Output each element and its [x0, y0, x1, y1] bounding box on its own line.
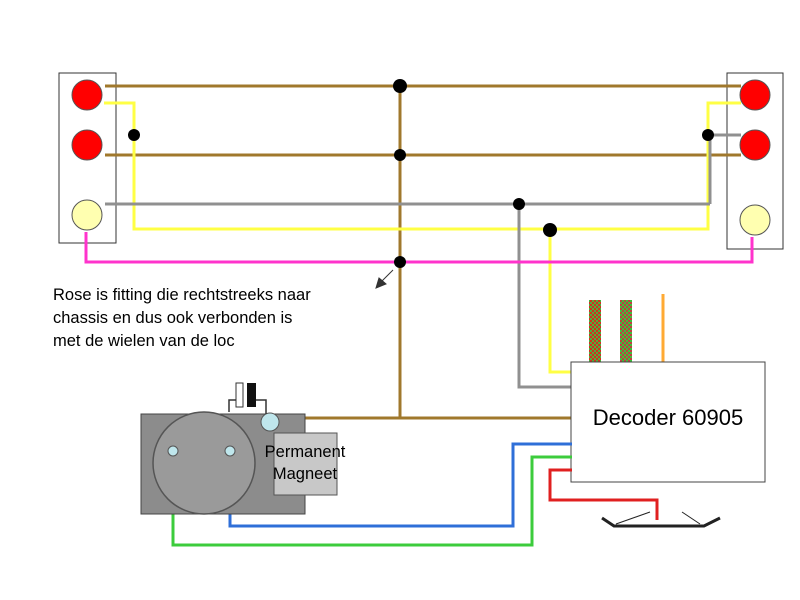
junction-dots — [128, 79, 714, 268]
junction-dot — [128, 129, 140, 141]
left-red-lamp-top — [71, 79, 103, 111]
pickup-shoe — [601, 511, 721, 528]
motor-connector-terminal — [260, 412, 280, 432]
brown-wires — [105, 84, 741, 420]
junction-dot — [394, 256, 406, 268]
pink-wire — [84, 232, 754, 264]
right-red-lamp-bottom — [739, 129, 771, 161]
motor-rotor — [152, 411, 256, 515]
decoder-box — [570, 361, 766, 483]
decoder-output-wire-red-green — [589, 300, 601, 362]
junction-dot — [513, 198, 525, 210]
annotation-line: Rose is fitting die rechtstreeks naar — [53, 286, 311, 304]
junction-dot — [394, 149, 406, 161]
right-red-lamp-top — [739, 79, 771, 111]
left-red-lamp-bottom — [71, 129, 103, 161]
magnet-label-line: Permanent — [264, 443, 346, 461]
decoder-output-wire-green-red — [620, 300, 632, 362]
motor-terminal-right — [224, 445, 236, 457]
magnet-label-line: Magneet — [272, 465, 338, 483]
yellow-wire-right — [550, 101, 741, 231]
left-white-lamp — [71, 199, 103, 231]
motor-terminal-left — [167, 445, 179, 457]
yellow-wires — [104, 101, 741, 374]
permanent-magnet-label: Permanent Magneet — [253, 441, 357, 485]
permanent-magnet-box — [273, 432, 338, 496]
annotation-line: chassis en dus ook verbonden is — [53, 309, 293, 327]
junction-dot — [393, 79, 407, 93]
junction-dot — [543, 223, 557, 237]
capacitor — [228, 382, 267, 414]
annotation-arrow — [375, 269, 394, 289]
chassis-annotation: Rose is fitting die rechtstreeks naar ch… — [53, 284, 383, 353]
annotation-line: met de wielen van de loc — [53, 332, 235, 350]
right-white-lamp — [739, 204, 771, 236]
junction-dot — [702, 129, 714, 141]
gray-wire-decoder — [517, 204, 572, 389]
yellow-wire-left — [104, 101, 550, 231]
red-wire — [548, 468, 659, 520]
decoder-label: Decoder 60905 — [592, 405, 744, 430]
yellow-wire-decoder — [548, 229, 572, 374]
